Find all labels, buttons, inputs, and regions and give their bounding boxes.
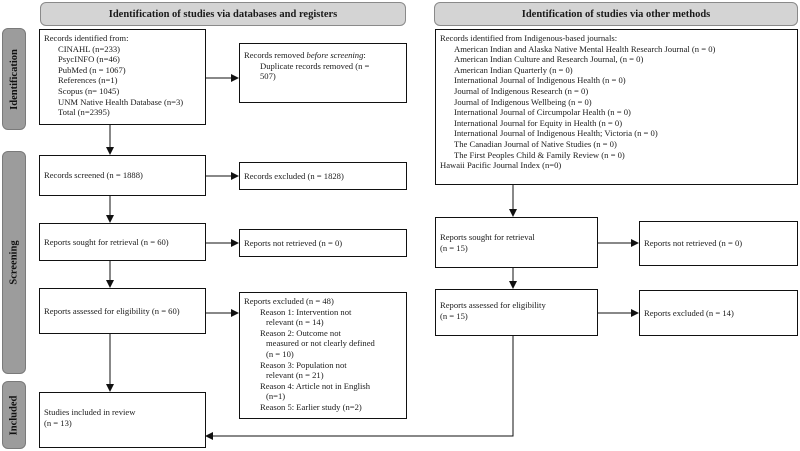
studies-included-label: Studies included in review: [44, 407, 136, 417]
source-count: UNM Native Health Database (n=3): [58, 96, 184, 107]
reports-excluded-title: Reports excluded (n = 48): [244, 296, 334, 306]
journal-count: International Journal of Indigenous Heal…: [454, 75, 626, 86]
reports-assessed-label: Reports assessed for eligibility (n = 60…: [44, 305, 180, 316]
journal-count: American Indian Culture and Research Jou…: [454, 54, 644, 65]
source-count: References (n=1): [58, 75, 118, 86]
right-reports-assessed-box: Reports assessed for eligibility (n = 15…: [435, 289, 598, 336]
records-screened-label: Records screened (n = 1888): [44, 170, 143, 181]
duplicates-removed: Duplicate records removed (n =: [260, 60, 370, 71]
exclusion-reason: Reason 4: Article not in English: [260, 380, 371, 391]
studies-included-box: Studies included in review (n = 13): [39, 392, 206, 448]
journal-count: International Journal of Circumpolar Hea…: [454, 107, 631, 118]
exclusion-reason: Reason 1: Intervention not: [260, 306, 352, 317]
indigenous-journals-title: Records identified from Indigenous-based…: [440, 33, 618, 43]
journal-count: American Indian Quarterly (n = 0): [454, 64, 573, 75]
side-label-included: Included: [2, 381, 26, 449]
records-identified-box: Records identified from: CINAHL (n=233) …: [39, 29, 206, 125]
records-removed-box: Records removed before screening: Duplic…: [239, 43, 407, 103]
right-reports-sought-label: Reports sought for retrieval: [440, 232, 535, 242]
side-label-screening: Screening: [2, 151, 26, 374]
reports-assessed-box: Reports assessed for eligibility (n = 60…: [39, 288, 206, 334]
source-count: PsycINFO (n=46): [58, 54, 120, 65]
exclusion-reason: measured or not clearly defined: [266, 338, 375, 349]
source-count: CINAHL (n=233): [58, 43, 121, 54]
header-databases: Identification of studies via databases …: [40, 2, 406, 26]
duplicates-removed-count: 507): [260, 71, 276, 82]
records-identified-title: Records identified from:: [44, 33, 129, 43]
records-removed-title: Records removed before screening:: [244, 50, 366, 60]
right-reports-excluded-label: Reports excluded (n = 14): [644, 307, 734, 318]
journal-count: The Canadian Journal of Native Studies (…: [454, 138, 617, 149]
side-label-identification: Identification: [2, 28, 26, 130]
exclusion-reason: Reason 3: Population not: [260, 359, 347, 370]
source-count: Scopus (n= 1045): [58, 85, 120, 96]
exclusion-reason: Reason 2: Outcome not: [260, 327, 341, 338]
exclusion-reason: Reason 5: Earlier study (n=2): [260, 401, 362, 412]
records-excluded-box: Records excluded (n = 1828): [239, 162, 407, 190]
total-count: Total (n=2395): [58, 107, 110, 118]
arrow-right-to-included: [205, 336, 514, 440]
right-reports-assessed-count: (n = 15): [440, 310, 468, 321]
indigenous-journals-box: Records identified from Indigenous-based…: [435, 29, 798, 185]
journal-count: International Journal for Equity in Heal…: [454, 117, 623, 128]
studies-included-count: (n = 13): [44, 417, 72, 428]
right-reports-not-retrieved-box: Reports not retrieved (n = 0): [639, 221, 798, 266]
right-reports-excluded-box: Reports excluded (n = 14): [639, 290, 798, 336]
right-reports-assessed-label: Reports assessed for eligibility: [440, 300, 546, 310]
records-screened-box: Records screened (n = 1888): [39, 155, 206, 196]
right-reports-sought-count: (n = 15): [440, 242, 468, 253]
journal-count: American Indian and Alaska Native Mental…: [454, 43, 716, 54]
journal-count: The First Peoples Child & Family Review …: [454, 149, 625, 160]
records-excluded-label: Records excluded (n = 1828): [244, 170, 344, 181]
reports-sought-label: Reports sought for retrieval (n = 60): [44, 236, 169, 247]
header-other-methods: Identification of studies via other meth…: [434, 2, 798, 26]
exclusion-reason: (n=1): [266, 391, 286, 402]
reports-sought-box: Reports sought for retrieval (n = 60): [39, 223, 206, 261]
reports-not-retrieved-label: Reports not retrieved (n = 0): [244, 237, 343, 248]
journal-count: Journal of Indigenous Research (n = 0): [454, 85, 589, 96]
reports-excluded-box: Reports excluded (n = 48) Reason 1: Inte…: [239, 292, 407, 419]
exclusion-reason: (n = 10): [266, 348, 294, 359]
exclusion-reason: relevant (n = 14): [266, 317, 324, 328]
journal-count: Hawaii Pacific Journal Index (n=0): [440, 160, 562, 171]
exclusion-reason: relevant (n = 21): [266, 370, 324, 381]
right-reports-sought-box: Reports sought for retrieval (n = 15): [435, 217, 598, 268]
source-count: PubMed (n = 1067): [58, 64, 126, 75]
right-reports-not-retrieved-label: Reports not retrieved (n = 0): [644, 238, 743, 249]
journal-count: Journal of Indigenous Wellbeing (n = 0): [454, 96, 592, 107]
reports-not-retrieved-box: Reports not retrieved (n = 0): [239, 229, 407, 257]
journal-count: International Journal of Indigenous Heal…: [454, 128, 658, 139]
